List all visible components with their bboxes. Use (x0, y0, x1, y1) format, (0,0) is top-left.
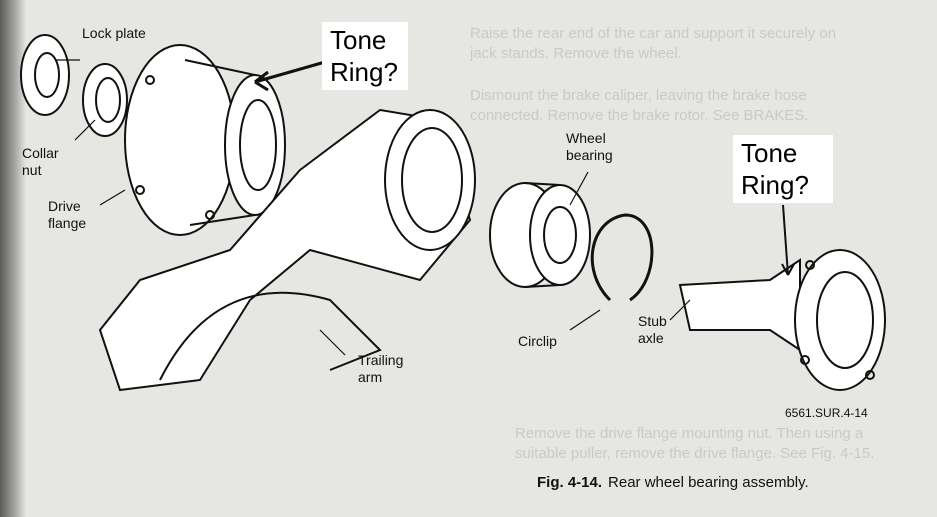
trailing-arm-part (98, 108, 476, 392)
bleed-text-2: Dismount the brake caliper, leaving the … (470, 87, 809, 124)
label-collar-nut: Collar nut (22, 145, 59, 178)
tone-ring-arrow-2 (781, 204, 795, 276)
figure-code: 6561.SUR.4-14 (785, 406, 868, 420)
caption-number: Fig. 4-14. (537, 474, 603, 491)
tone-ring-annotation-2: Tone Ring? (733, 135, 833, 203)
tone-ring-annotation-1: Tone Ring? (322, 22, 408, 90)
label-wheel-bearing: Wheel bearing (566, 130, 613, 163)
label-circlip: Circlip (518, 333, 557, 349)
leader-lines (55, 59, 691, 356)
wheel-bearing-part (489, 182, 591, 288)
tone-ring-arrow-1 (254, 60, 326, 92)
stub-axle-part (678, 249, 886, 391)
drive-flange-part (124, 44, 286, 236)
figure-caption: Fig. 4-14. Rear wheel bearing assembly. (537, 474, 809, 491)
bleed-text-1: Raise the rear end of the car and suppor… (470, 25, 837, 62)
label-drive-flange: Drive flange (48, 198, 87, 231)
label-trailing-arm: Trailing arm (358, 352, 404, 385)
label-lock-plate: Lock plate (82, 25, 146, 41)
collar-nut-part (82, 63, 128, 137)
circlip-part (590, 213, 654, 302)
caption-text: Rear wheel bearing assembly. (608, 474, 809, 491)
label-stub-axle: Stub axle (638, 313, 667, 346)
lock-plate-part (20, 34, 70, 116)
bleed-text-3: Remove the drive flange mounting nut. Th… (515, 425, 875, 462)
